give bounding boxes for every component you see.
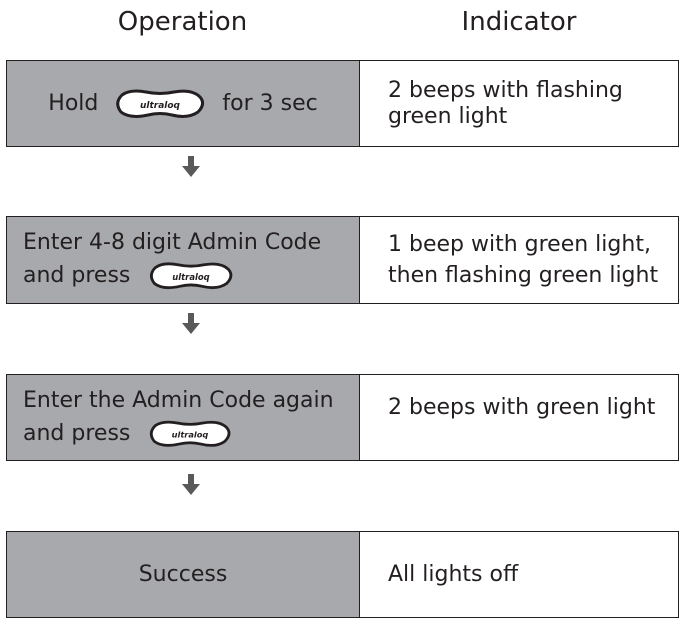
- and-press-label: and press: [23, 263, 131, 288]
- ultraloq-button-icon: ultraloq: [146, 417, 234, 451]
- indicator-cell: 1 beep with green light, then flashing g…: [360, 217, 678, 303]
- hold-instruction: Hold ultraloq for 3 sec: [48, 87, 318, 121]
- operation-cell: Success: [7, 532, 360, 617]
- ultraloq-button-icon: ultraloq: [112, 87, 208, 121]
- ultraloq-button-icon: ultraloq: [146, 259, 236, 293]
- operation-cell: Enter 4-8 digit Admin Code and press ult…: [7, 217, 360, 303]
- success-label: Success: [138, 561, 228, 587]
- operation-line: Enter the Admin Code again: [23, 387, 334, 413]
- operation-header: Operation: [117, 7, 248, 37]
- indicator-line: 2 beeps with flashing: [388, 77, 623, 103]
- arrow-down-icon: [182, 474, 200, 495]
- indicator-line: then flashing green light: [388, 263, 659, 288]
- hold-label: Hold: [48, 90, 99, 116]
- operation-line: and press ultraloq: [23, 259, 321, 293]
- indicator-line: 1 beep with green light,: [388, 232, 651, 257]
- operation-cell: Enter the Admin Code again and press ult…: [7, 375, 360, 460]
- indicator-line: green light: [388, 103, 508, 129]
- button-logo-text: ultraloq: [172, 429, 209, 439]
- indicator-line: All lights off: [388, 561, 519, 587]
- operation-line: and press ultraloq: [23, 417, 334, 451]
- button-logo-text: ultraloq: [140, 101, 181, 111]
- arrow-down-icon: [182, 313, 200, 334]
- operation-line: Enter 4-8 digit Admin Code: [23, 230, 322, 255]
- hold-duration: for 3 sec: [222, 90, 318, 116]
- and-press-label: and press: [23, 420, 131, 446]
- arrow-down-icon: [182, 156, 200, 177]
- indicator-header: Indicator: [461, 7, 577, 37]
- step-hold: Hold ultraloq for 3 sec 2 beeps with fla…: [6, 60, 679, 147]
- step-confirm-admin-code: Enter the Admin Code again and press ult…: [6, 374, 679, 461]
- indicator-cell: 2 beeps with green light: [360, 375, 678, 460]
- button-logo-text: ultraloq: [173, 272, 210, 282]
- indicator-cell: All lights off: [360, 532, 678, 617]
- operation-cell: Hold ultraloq for 3 sec: [7, 61, 360, 146]
- step-enter-admin-code: Enter 4-8 digit Admin Code and press ult…: [6, 216, 679, 304]
- indicator-line: 2 beeps with green light: [388, 395, 656, 420]
- step-success: Success All lights off: [6, 531, 679, 618]
- indicator-cell: 2 beeps with flashing green light: [360, 61, 678, 146]
